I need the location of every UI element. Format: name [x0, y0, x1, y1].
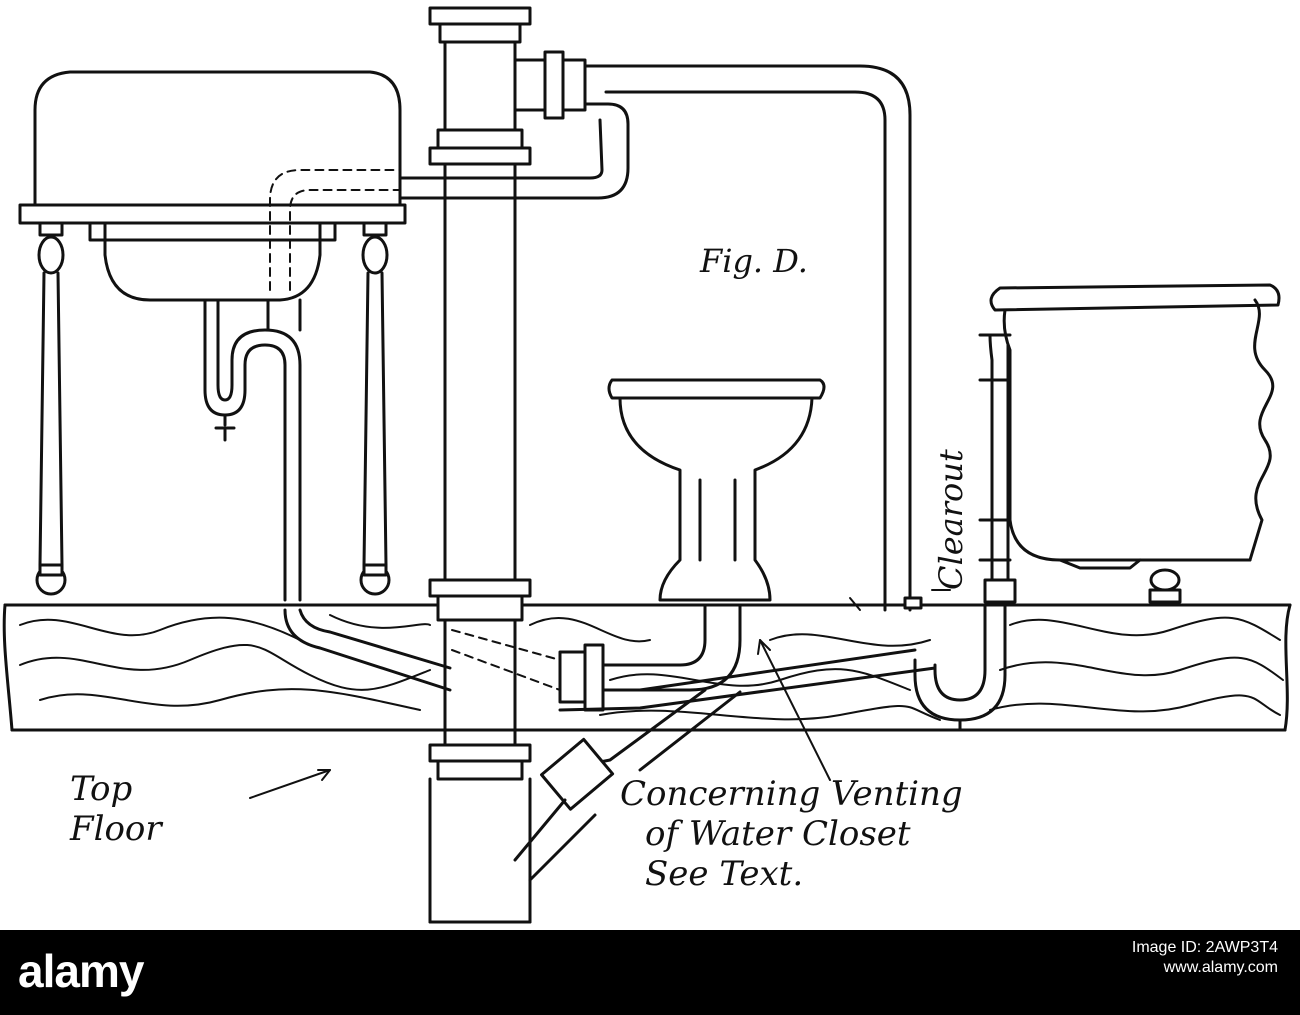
note-line-3: See Text.	[645, 854, 803, 894]
figure-label: Fig. D.	[699, 242, 808, 280]
plumbing-diagram: Fig. D. Clearout Top Floor Concerning Ve…	[2, 6, 1292, 924]
y-branch	[513, 688, 742, 882]
tub-trap	[558, 596, 1007, 732]
note-line-1: Concerning Venting	[620, 774, 963, 814]
water-closet	[451, 378, 826, 712]
site-url-text: www.alamy.com	[1163, 959, 1278, 976]
diagram-canvas: Fig. D. Clearout Top Floor Concerning Ve…	[2, 6, 1292, 924]
floor-label-top: Top	[70, 769, 132, 809]
soil-stack	[428, 6, 587, 924]
image-reference: Image ID: 2AWP3T4 www.alamy.com	[1132, 938, 1278, 978]
floor-band	[2, 603, 1292, 732]
alamy-logo: alamy	[18, 945, 144, 997]
stock-banner: alamy Image ID: 2AWP3T4 www.alamy.com	[0, 930, 1300, 1015]
vent-line	[398, 64, 912, 612]
note-line-2: of Water Closet	[645, 814, 911, 854]
bath-tub	[978, 283, 1281, 604]
cleanout-label: Clearout	[932, 449, 970, 590]
lavatory	[18, 70, 452, 692]
floor-label-bottom: Floor	[69, 809, 163, 849]
image-id-text: Image ID: 2AWP3T4	[1131, 939, 1278, 956]
